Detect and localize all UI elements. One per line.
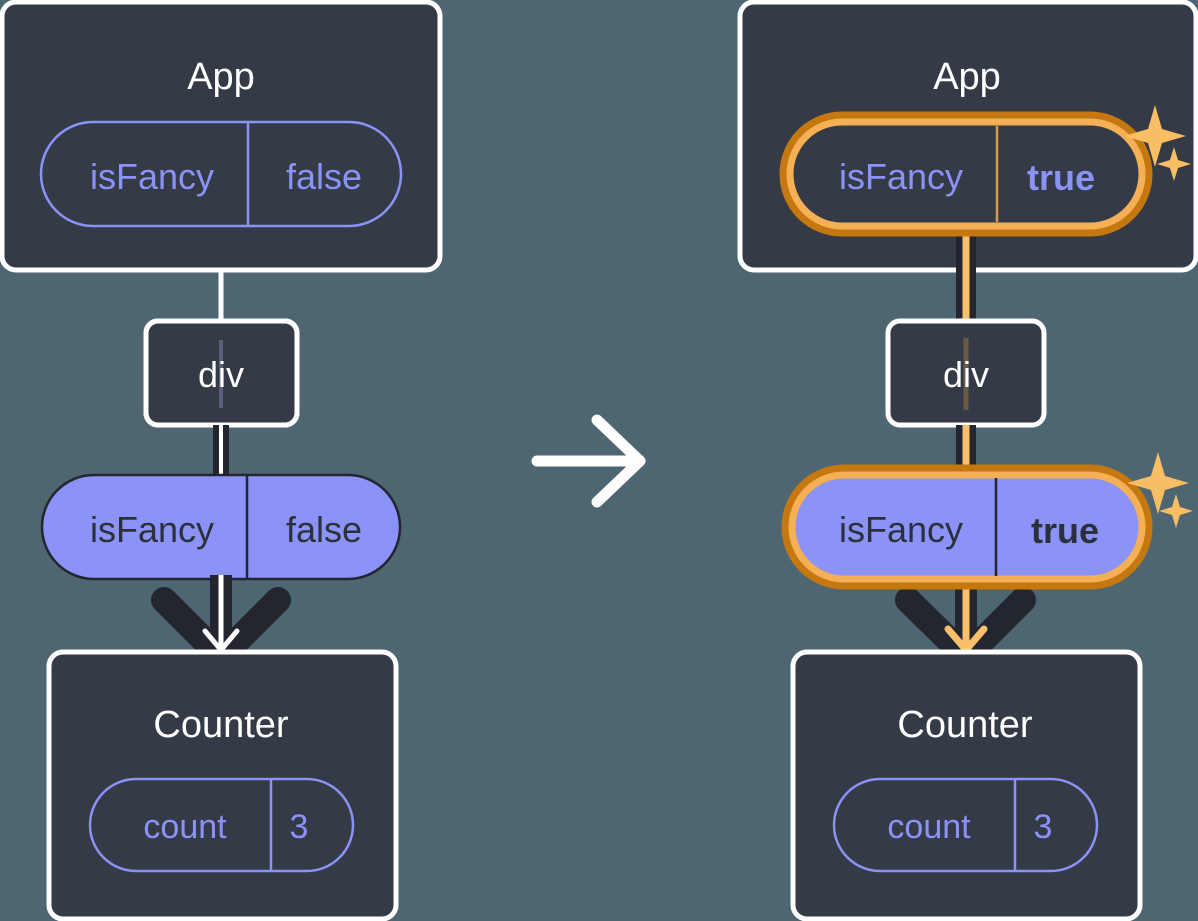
counter-pill-outline	[88, 777, 355, 873]
counter-box-before: Counter count 3	[46, 649, 399, 921]
counter-box-rect	[790, 649, 1143, 921]
state-pill-highlight-inner	[786, 118, 1146, 230]
counter-state-pill-after: count 3	[832, 777, 1099, 873]
div-box-after: div	[885, 318, 1047, 428]
sparkle-large-icon	[1127, 452, 1189, 514]
panel-after: App isFancy true	[737, 0, 1198, 921]
counter-title: Counter	[153, 704, 289, 746]
transition-arrow-head	[591, 414, 646, 508]
sparkle-small-icon	[1157, 147, 1191, 181]
state-pill-key: isFancy	[839, 156, 963, 197]
app-box-before: App	[0, 0, 443, 273]
app-title: App	[187, 56, 255, 98]
state-pill-value: false	[286, 156, 362, 197]
prop-pill-highlight-inner	[788, 471, 1146, 583]
counter-pill-key: count	[887, 808, 971, 846]
prop-pill-key: isFancy	[90, 509, 214, 550]
counter-box-after: Counter count 3	[790, 649, 1143, 921]
arrow-prop-to-counter-before	[151, 575, 291, 670]
sparkle-icon	[1124, 105, 1191, 181]
prop-pill-after: isFancy true	[781, 452, 1193, 590]
div-box-before: div	[143, 318, 300, 428]
sparkle-icon	[1127, 452, 1193, 528]
app-title: App	[933, 56, 1001, 98]
counter-box-rect	[46, 649, 399, 921]
transition-arrow	[531, 414, 646, 508]
state-pill-outline	[39, 120, 403, 228]
prop-pill-value: false	[286, 509, 362, 550]
prop-pill-key: isFancy	[839, 509, 963, 550]
counter-pill-value: 3	[1034, 808, 1053, 846]
state-pill-value: true	[1027, 157, 1095, 198]
counter-pill-key: count	[143, 808, 227, 846]
div-label: div	[198, 354, 244, 395]
app-state-pill-before: isFancy false	[39, 120, 403, 228]
sparkle-small-icon	[1159, 494, 1193, 528]
prop-pill-before: isFancy false	[40, 473, 402, 581]
sparkle-large-icon	[1124, 105, 1186, 167]
counter-state-pill-before: count 3	[88, 777, 355, 873]
state-pill-key: isFancy	[90, 156, 214, 197]
panel-before: App isFancy false div	[0, 0, 443, 921]
app-state-pill-after: isFancy true	[779, 105, 1191, 237]
div-label: div	[943, 354, 989, 395]
counter-pill-value: 3	[290, 808, 309, 846]
app-box-rect	[0, 0, 443, 273]
prop-pill-value: true	[1031, 510, 1099, 551]
counter-title: Counter	[897, 704, 1033, 746]
counter-pill-outline	[832, 777, 1099, 873]
